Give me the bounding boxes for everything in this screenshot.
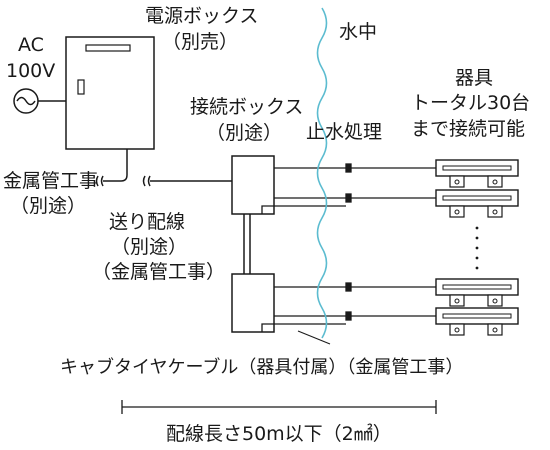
metal-conduit-wire xyxy=(95,149,232,187)
ac-source-icon xyxy=(13,88,66,114)
fixture-label: 器具 xyxy=(455,67,493,89)
junction-box-lower xyxy=(231,273,275,333)
length-dimension xyxy=(121,400,437,414)
fixture-4 xyxy=(435,307,519,336)
metal-conduit-sublabel: （別途） xyxy=(10,195,86,217)
feed-wire xyxy=(243,214,251,274)
fixture-connect-label: まで接続可能 xyxy=(411,118,525,140)
water-surface-line xyxy=(316,7,328,339)
power-box-sublabel: （別売） xyxy=(162,31,238,53)
metal-conduit-label: 金属管工事 xyxy=(3,170,98,192)
waterproof-label: 止水処理 xyxy=(306,121,382,143)
fixture-2 xyxy=(435,189,519,218)
wiring-length-label: 配線長さ50m以下（2㎟） xyxy=(166,422,392,445)
continuation-dots xyxy=(475,226,479,270)
feed-wiring-sublabel: （別途） xyxy=(111,236,187,258)
power-box xyxy=(65,36,155,150)
cabtyre-leader xyxy=(297,330,331,345)
junction-box-upper xyxy=(231,155,275,215)
feed-wiring-conduit-label: （金属管工事） xyxy=(92,261,225,283)
fixture-1 xyxy=(435,159,519,188)
ac-label: AC xyxy=(18,34,44,56)
voltage-label: 100V xyxy=(6,60,55,82)
fixture-3 xyxy=(435,278,519,307)
junction-box-sublabel: （別途） xyxy=(206,122,282,144)
fixture-count-label: トータル30台 xyxy=(411,92,530,114)
cabtyre-cable-label: キャブタイヤケーブル（器具付属）（金属管工事） xyxy=(60,356,463,378)
power-box-label: 電源ボックス xyxy=(145,5,258,27)
feed-wiring-label: 送り配線 xyxy=(109,211,185,233)
junction-box-label: 接続ボックス xyxy=(190,96,303,118)
underwater-label: 水中 xyxy=(339,21,377,43)
cabtyre-cables xyxy=(261,163,436,332)
